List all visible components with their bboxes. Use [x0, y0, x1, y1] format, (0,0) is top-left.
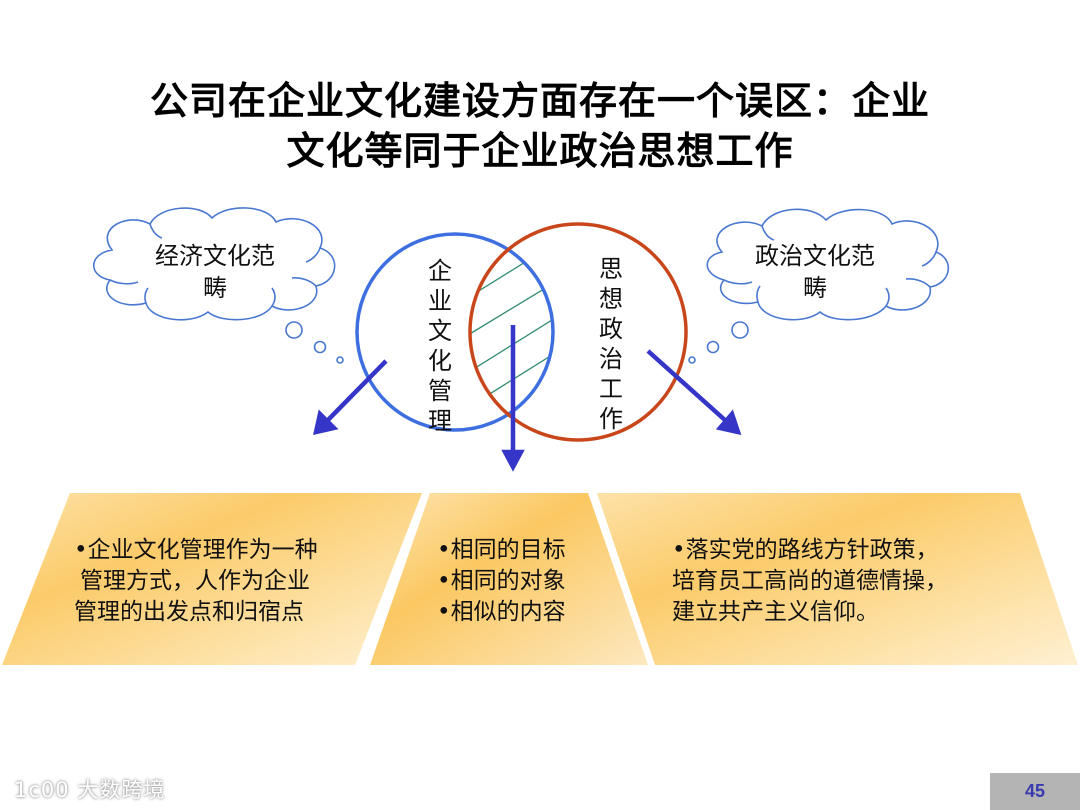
- slide-title: 公司在企业文化建设方面存在一个误区：企业 文化等同于企业政治思想工作: [0, 76, 1080, 176]
- left-circle-label: 企 业 文 化 管 理: [425, 256, 455, 436]
- right-cloud-line-2: 畴: [803, 274, 827, 302]
- left-cloud-line-1: 经济文化范: [155, 242, 275, 270]
- right-circle-char: 政: [599, 315, 623, 343]
- left-circle-char: 业: [428, 287, 452, 315]
- right-thought-cloud: [688, 208, 950, 364]
- left-thought-cloud: [93, 207, 344, 364]
- page-number-badge: 45: [990, 773, 1080, 810]
- left-circle-char: 企: [428, 257, 452, 285]
- watermark: 1c00 大数跨境: [14, 774, 165, 804]
- right-box-line: •落实党的路线方针政策，: [672, 537, 939, 563]
- right-circle-char: 治: [599, 345, 623, 373]
- slide-title-line-1: 公司在企业文化建设方面存在一个误区：企业: [149, 79, 930, 123]
- left-circle-char: 理: [428, 407, 452, 435]
- arrows: [313, 325, 742, 472]
- middle-box-text: •相同的目标 •相同的对象 •相似的内容: [437, 535, 566, 628]
- middle-box-line: •相同的目标: [437, 537, 566, 563]
- middle-box-line: •相似的内容: [437, 599, 566, 625]
- arrow-right: [646, 349, 728, 423]
- right-box-shape: [597, 493, 1078, 665]
- right-box-line: 建立共产主义信仰。: [672, 599, 879, 625]
- right-circle-char: 想: [599, 285, 623, 313]
- right-circle-political-work: [468, 222, 688, 442]
- page-number: 45: [1024, 781, 1046, 801]
- left-circle-char: 管: [428, 377, 452, 405]
- right-box-line: 培育员工高尚的道德情操，: [672, 568, 948, 594]
- left-box-line: 管理的出发点和归宿点: [74, 599, 304, 625]
- right-circle-char: 思: [599, 255, 623, 283]
- right-circle-char: 作: [599, 405, 623, 433]
- watermark-logo-icon: 1c00: [14, 778, 70, 802]
- left-circle-enterprise-culture: [355, 232, 555, 432]
- left-circle-char: 文: [428, 317, 452, 345]
- left-circle-char: 化: [428, 347, 452, 375]
- right-cloud-label: 政治文化范 畴: [735, 240, 895, 304]
- left-box-line: •企业文化管理作为一种: [74, 537, 318, 563]
- middle-box-shape: [370, 493, 648, 665]
- right-circle-char: 工: [599, 375, 623, 403]
- left-box-shape: [2, 493, 422, 665]
- left-box-line: 管理方式，人作为企业: [80, 568, 310, 594]
- right-box-text: •落实党的路线方针政策， 培育员工高尚的道德情操， 建立共产主义信仰。: [672, 535, 948, 628]
- right-circle-label: 思 想 政 治 工 作: [596, 254, 626, 434]
- watermark-text: 大数跨境: [77, 778, 166, 802]
- arrow-left: [324, 359, 388, 424]
- left-box-text: •企业文化管理作为一种 管理方式，人作为企业 管理的出发点和归宿点: [74, 535, 318, 628]
- middle-box-line: •相同的对象: [437, 568, 566, 594]
- slide-title-line-2: 文化等同于企业政治思想工作: [286, 129, 794, 173]
- left-cloud-label: 经济文化范 畴: [135, 240, 295, 304]
- right-cloud-line-1: 政治文化范: [755, 242, 875, 270]
- left-cloud-line-2: 畴: [203, 274, 227, 302]
